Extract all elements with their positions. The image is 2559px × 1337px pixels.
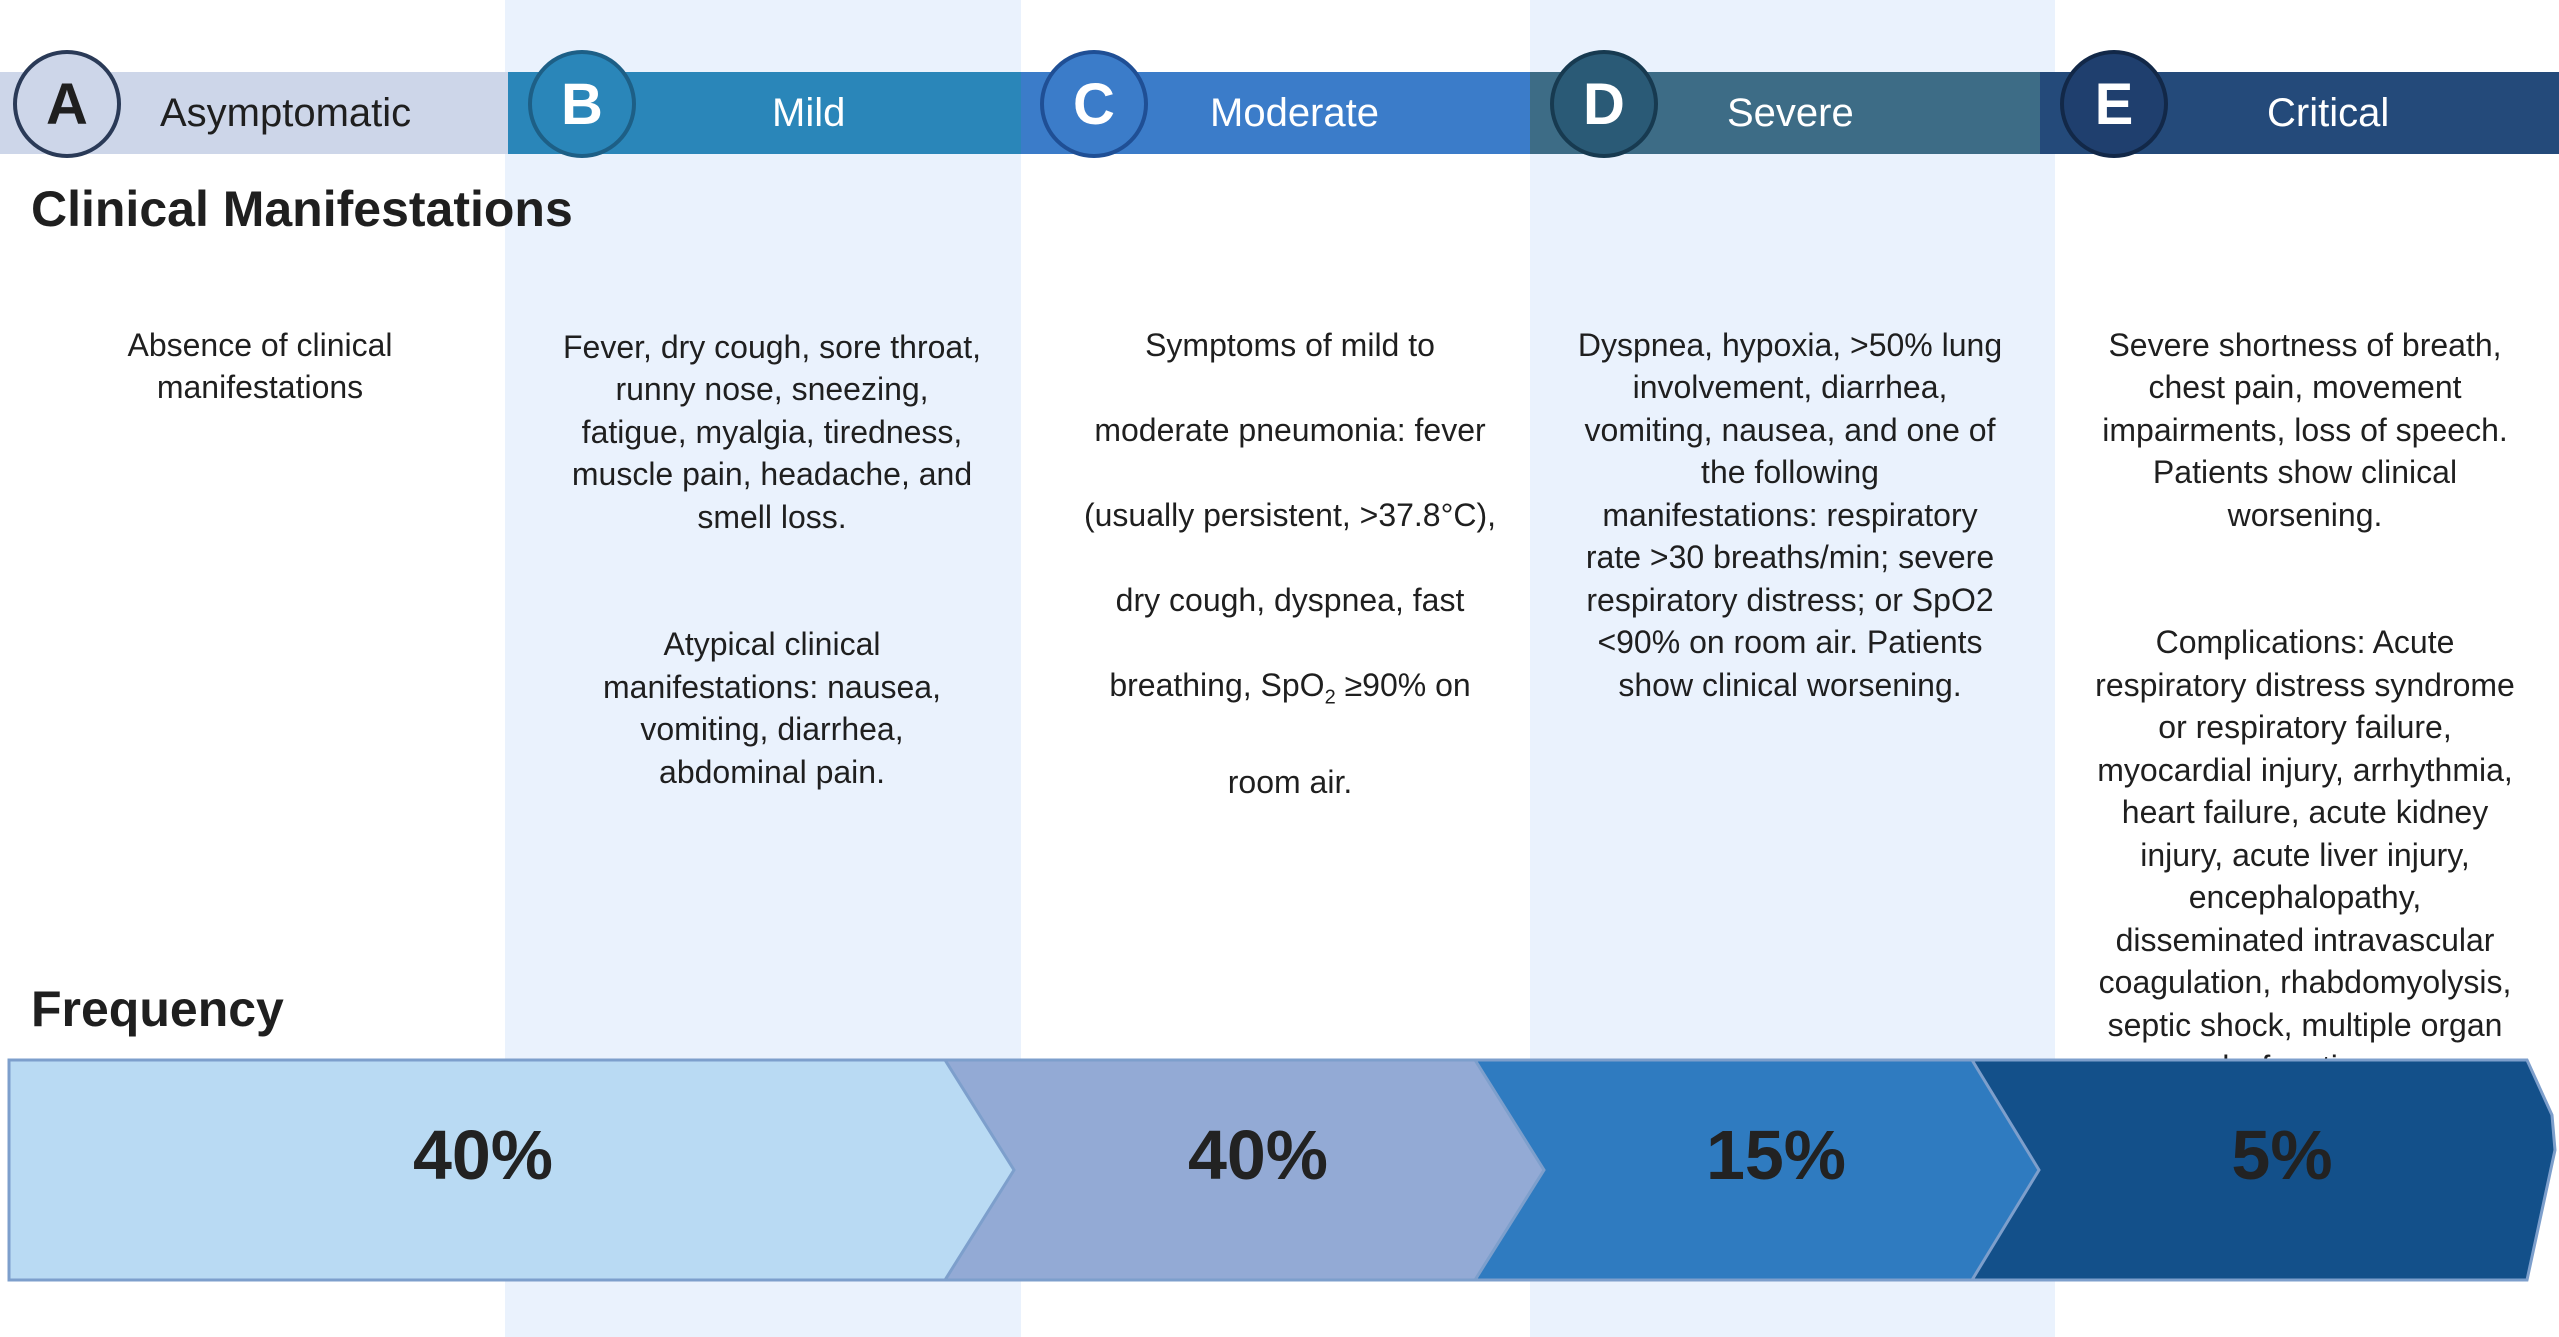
frequency-arrow-bar <box>7 1058 2557 1282</box>
frequency-value-2: 40% <box>1187 1116 1329 1194</box>
stage-badge-d: D <box>1550 50 1658 158</box>
stage-label-severe: Severe <box>1727 91 1854 135</box>
description-moderate: Symptoms of mild to moderate pneumonia: … <box>1030 281 1550 846</box>
stage-badge-e: E <box>2060 50 2168 158</box>
stage-letter: B <box>561 71 603 137</box>
stage-letter: E <box>2094 71 2134 137</box>
description-line: room air. <box>1227 763 1353 800</box>
description-paragraph: Severe shortness of breath, chest pain, … <box>2102 326 2508 533</box>
description-line: (usually persistent, >37.8°C), <box>1083 496 1497 533</box>
stage-label-asymptomatic: Asymptomatic <box>160 91 412 135</box>
description-severe: Dyspnea, hypoxia, >50% lung involvement,… <box>1540 281 2040 749</box>
description-paragraph: Atypical clinical manifestations: nausea… <box>603 626 941 790</box>
stage-label-mild: Mild <box>772 91 846 135</box>
description-paragraph: Absence of clinical manifestations <box>127 326 393 406</box>
description-line: Symptoms of mild to <box>1145 326 1435 363</box>
stage-label-critical: Critical <box>2267 91 2390 135</box>
clinical-manifestations-heading: Clinical Manifestations <box>31 181 573 237</box>
frequency-heading: Frequency <box>31 981 284 1037</box>
description-paragraph: Complications: Acute respiratory distres… <box>2095 624 2515 1085</box>
stage-badge-b: B <box>528 50 636 158</box>
description-critical: Severe shortness of breath, chest pain, … <box>2050 281 2559 1131</box>
description-line: moderate pneumonia: fever <box>1094 411 1486 448</box>
description-asymptomatic: Absence of clinical manifestations <box>60 281 460 451</box>
frequency-arrow-asymptomatic-mild <box>7 1058 1016 1282</box>
frequency-value-3: 15% <box>1705 1116 1847 1194</box>
stage-letter: A <box>46 71 88 137</box>
stage-letter: C <box>1073 71 1115 137</box>
description-paragraph: Dyspnea, hypoxia, >50% lung involvement,… <box>1577 326 2003 703</box>
description-mild: Fever, dry cough, sore throat, runny nos… <box>530 283 1014 836</box>
stage-badge-c: C <box>1040 50 1148 158</box>
stage-badge-a: A <box>13 50 121 158</box>
frequency-value-1: 40% <box>412 1116 554 1194</box>
frequency-value-4: 5% <box>2231 1116 2333 1194</box>
stage-letter: D <box>1583 71 1625 137</box>
description-line: dry cough, dyspnea, fast <box>1115 581 1465 618</box>
description-paragraph: Fever, dry cough, sore throat, runny nos… <box>563 328 981 535</box>
description-line-spo2: breathing, SpO2 ≥90% on <box>1109 666 1471 708</box>
stage-label-moderate: Moderate <box>1210 91 1379 135</box>
